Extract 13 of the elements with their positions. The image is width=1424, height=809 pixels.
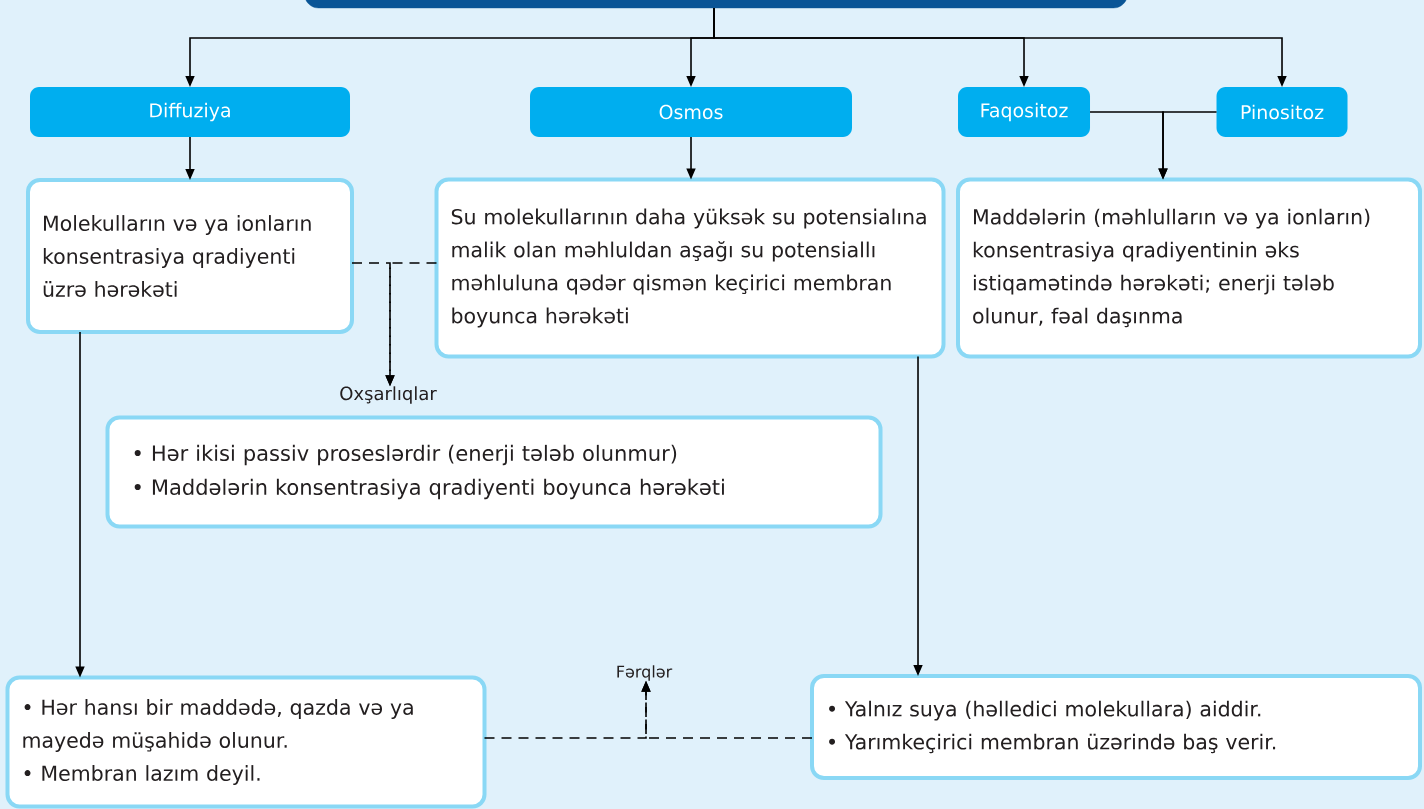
- text-box: Maddələrin (məhlulların və ya ionların) konsentrasiya qradiyentinin əks istiqamətində hərəkəti; enerji tələb olunur, fəal daşınma: [956, 177, 1422, 359]
- text-box: • Yalnız suya (həlledici molekullara) aiddir. • Yarımkeçirici membran üzərində baş verir.: [810, 674, 1422, 780]
- process-pill: Diffuziya: [30, 87, 350, 137]
- text-box: Su molekullarının daha yüksək su potensialına malik olan məhluldan aşağı su potensiallı məhluluna qədər qismən keçirici membran boyunca hərəkəti: [434, 177, 946, 359]
- similarity-box: Oxşarlıqlar • Hər ikisi passiv proseslərdir (enerji tələb olunmur) • Maddələrin konsentrasiya qradiyenti boyunca hərəkəti: [105, 386, 883, 529]
- group-label: Fərqlər: [617, 665, 673, 681]
- text-box: • Hər hansı bir maddədə, qazda və ya mayedə müşahidə olunur. • Membran lazım deyil.: [5, 675, 487, 809]
- title-bar: [304, 0, 1128, 9]
- node-label: Oxşarlıqlar: [340, 386, 437, 404]
- process-pill: Pinositoz: [1216, 87, 1348, 137]
- text-box: Molekulların və ya ionların konsentrasiya qradiyenti üzrə hərəkəti: [26, 178, 354, 334]
- process-pill: Faqositoz: [958, 87, 1090, 137]
- process-pill: Osmos: [530, 87, 852, 137]
